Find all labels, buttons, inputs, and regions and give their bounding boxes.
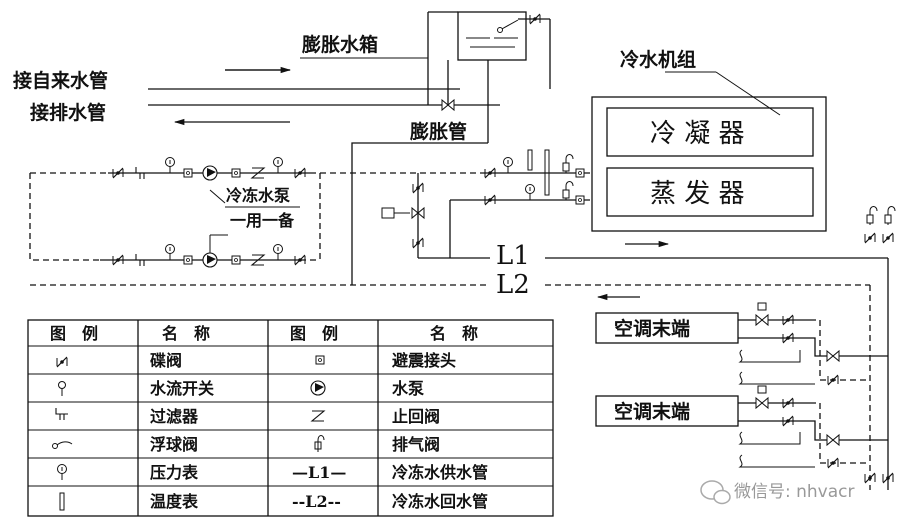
supply-line-l1: [440, 240, 889, 490]
legend-name-butterfly-valve: 碟阀: [150, 351, 182, 370]
legend-name-float-valve: 浮球阀: [150, 435, 198, 454]
legend-symbol-l1: —L1—: [292, 463, 346, 482]
legend-name-air-vent: 排气阀: [392, 435, 440, 454]
thermometer-icon: [59, 492, 65, 511]
pump-note-line1: 冷冻水泵: [226, 186, 290, 205]
watermark-text: 微信号: nhvacr: [734, 482, 855, 502]
wechat-icon: [700, 480, 731, 505]
l1-label: L1: [496, 241, 530, 271]
bypass-assembly: [381, 149, 590, 259]
legend-name-pressure-gauge: 压力表: [150, 463, 199, 482]
terminal-1-label: 空调末端: [614, 317, 690, 340]
vibration-joint-icon: [315, 355, 325, 365]
legend-header-name-2: 名 称: [430, 324, 478, 343]
legend-name-return-pipe: 冷冻水回水管: [392, 492, 488, 511]
legend-name-thermometer: 温度表: [149, 492, 199, 511]
l2-label: L2: [496, 270, 530, 300]
expansion-tank: [427, 11, 551, 143]
legend-symbol-l2: --L2--: [292, 492, 341, 511]
air-vent-icon: [314, 435, 325, 452]
return-line-l2: [30, 284, 871, 490]
legend-name-water-pump: 水泵: [392, 379, 424, 398]
legend-table: 图 例 名 称 图 例 名 称 碟阀 水流开关 过滤器 浮球阀 压力表 温度表 …: [27, 319, 554, 517]
float-valve-icon: [52, 441, 73, 449]
water-pump-icon: [310, 380, 326, 396]
pump-note-line2: 一用一备: [230, 211, 295, 230]
legend-header-name-1: 名 称: [162, 324, 210, 343]
condenser: [606, 107, 814, 157]
tap-water-pipe: [148, 66, 460, 90]
chiller-unit: [591, 71, 827, 232]
chiller-label: 冷水机组: [620, 48, 696, 71]
evaporator-label: 蒸 发 器: [650, 179, 745, 209]
legend-name-supply-pipe: 冷冻水供水管: [392, 463, 488, 482]
ac-terminal-2: [595, 385, 894, 484]
expansion-tank-label: 膨胀水箱: [301, 33, 378, 56]
legend-header-symbol-1: 图 例: [50, 324, 98, 343]
ac-terminal-1: [595, 302, 888, 386]
legend-name-check-valve: 止回阀: [392, 407, 440, 426]
strainer-icon: [55, 407, 69, 421]
flow-switch-icon: [58, 381, 66, 396]
pressure-gauge-icon: [57, 464, 67, 481]
tap-water-label: 接自来水管: [13, 69, 108, 92]
evaporator: [606, 167, 814, 217]
butterfly-valve-icon: [56, 356, 68, 368]
check-valve-icon: [311, 410, 325, 422]
condenser-label: 冷 凝 器: [650, 119, 745, 149]
drain-pipe: [148, 104, 500, 126]
legend-name-vibration-joint: 避震接头: [392, 351, 456, 370]
legend-name-strainer: 过滤器: [150, 407, 199, 426]
legend-name-flow-switch: 水流开关: [150, 379, 214, 398]
expansion-pipe-label: 膨胀管: [409, 120, 467, 143]
drain-label: 接排水管: [30, 101, 106, 124]
terminal-2-label: 空调末端: [614, 400, 690, 423]
legend-header-symbol-2: 图 例: [290, 324, 338, 343]
pump-group: [29, 157, 480, 268]
